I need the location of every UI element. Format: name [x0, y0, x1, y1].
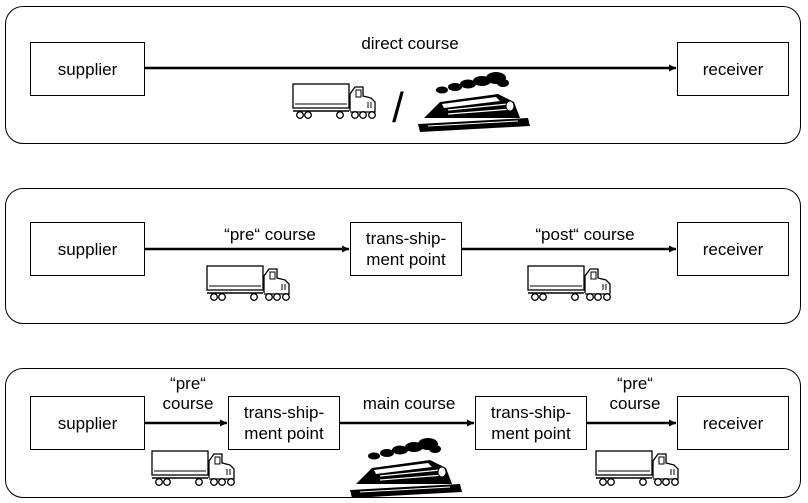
truck-icon [151, 450, 236, 487]
truck-icon [292, 83, 377, 120]
node-transshipment-point: trans-ship- ment point [228, 396, 340, 450]
train-icon [417, 71, 531, 133]
truck-icon [595, 450, 680, 487]
node-transshipment-point: trans-ship- ment point [475, 396, 587, 450]
node-receiver: receiver [677, 222, 789, 276]
node-receiver: receiver [677, 396, 789, 450]
truck-icon [206, 265, 291, 302]
separator-slash: / [392, 84, 404, 131]
train-icon [349, 437, 463, 499]
edge-label-main-course: main course [362, 394, 456, 413]
node-supplier: supplier [30, 222, 145, 276]
node-transshipment-point: trans-ship- ment point [350, 222, 462, 276]
edge-label-post-course: “post“ course [535, 225, 635, 244]
edge-label-pre-course: “pre“ course [162, 374, 214, 413]
node-receiver: receiver [677, 42, 789, 96]
edge-label-pre-course: “pre“ course [224, 225, 316, 244]
edge-label-direct-course: direct course [361, 34, 459, 53]
node-supplier: supplier [30, 42, 145, 96]
edge-label-pre-course: “pre“ course [609, 374, 661, 413]
truck-icon [527, 265, 612, 302]
node-supplier: supplier [30, 396, 145, 450]
